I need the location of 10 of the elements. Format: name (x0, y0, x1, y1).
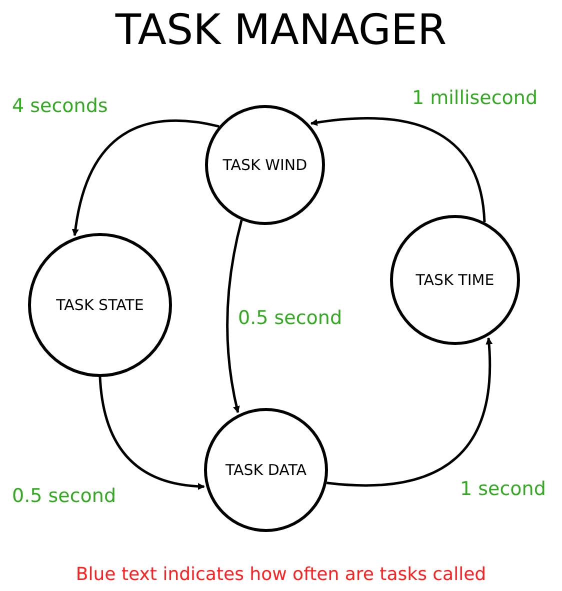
arrow (310, 117, 486, 222)
arrow (326, 337, 492, 486)
arrow (98, 376, 205, 490)
node-label: TASK WIND (222, 154, 308, 176)
caption: Blue text indicates how often are tasks called (76, 564, 486, 586)
node-label: TASK DATA (225, 460, 307, 481)
title: TASK MANAGER (115, 4, 447, 56)
node-label: TASK TIME (416, 270, 494, 291)
arrow (226, 220, 243, 414)
node-label: TASK STATE (56, 294, 144, 316)
